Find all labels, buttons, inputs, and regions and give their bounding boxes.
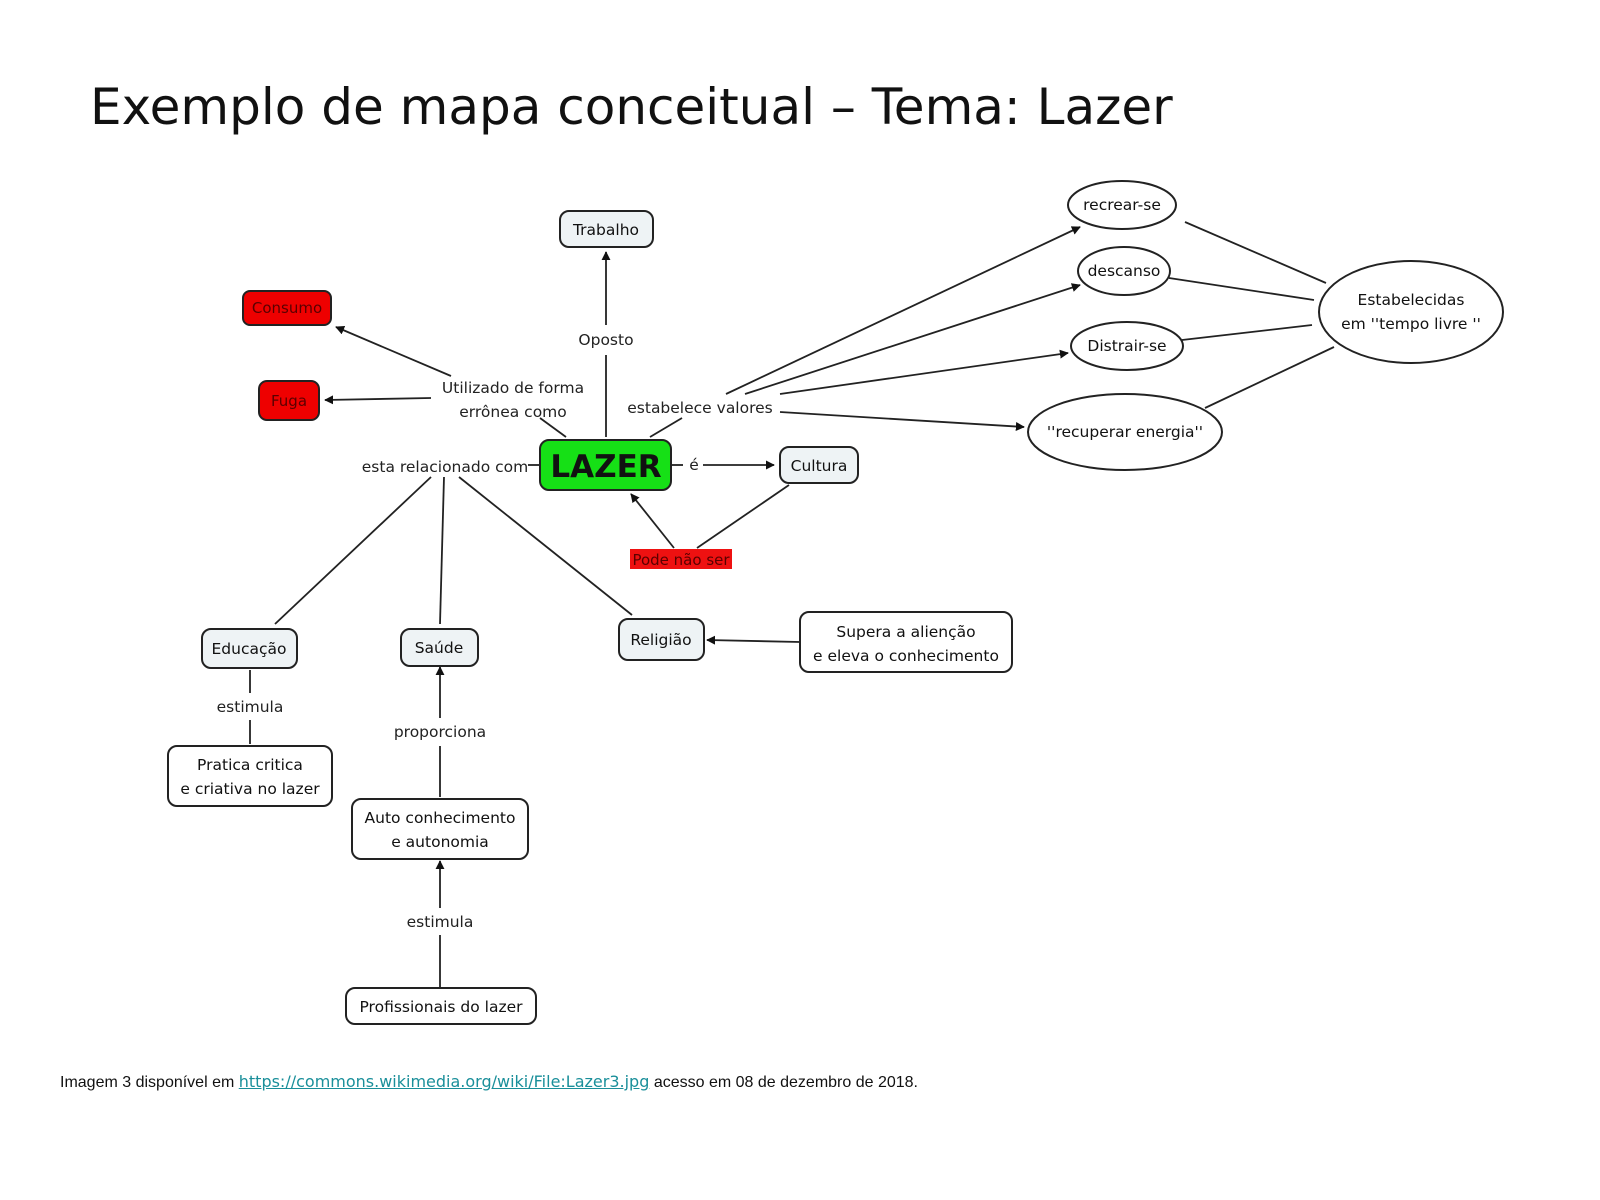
node-pratica-label-1: Pratica critica <box>197 756 303 774</box>
node-fuga: Fuga <box>258 380 320 421</box>
node-cultura: Cultura <box>779 446 859 484</box>
link-relacionado: esta relacionado com <box>362 458 528 476</box>
edge-estabelece-descanso <box>744 283 1081 395</box>
node-religiao-label: Religião <box>630 631 691 649</box>
node-cultura-label: Cultura <box>791 457 848 475</box>
node-descanso: descanso <box>1077 246 1171 296</box>
edge-relacionado-religiao <box>458 476 633 616</box>
node-trabalho: Trabalho <box>559 210 654 248</box>
source-link[interactable]: https://commons.wikimedia.org/wiki/File:… <box>238 1072 650 1091</box>
edges <box>249 221 1335 987</box>
link-estabelece: estabelece valores <box>627 399 773 417</box>
node-lazer-label: LAZER <box>550 449 661 485</box>
node-tempo-livre-label-2: em ''tempo livre '' <box>1341 315 1481 333</box>
node-distrair-label: Distrair-se <box>1087 337 1166 355</box>
node-recrear: recrear-se <box>1067 180 1177 230</box>
node-educacao-label: Educação <box>212 640 287 658</box>
link-e: é <box>689 456 699 474</box>
node-educacao: Educação <box>201 628 298 669</box>
link-utilizado-2: errônea como <box>459 403 567 421</box>
link-oposto: Oposto <box>578 331 633 349</box>
node-recrear-label: recrear-se <box>1083 196 1161 214</box>
link-estimula-profissionais: estimula <box>407 913 474 931</box>
edge-estabelece-recuperar <box>779 411 1025 431</box>
node-auto: Auto conhecimento e autonomia <box>351 798 529 860</box>
node-supera: Supera a alienção e eleva o conhecimento <box>799 611 1013 673</box>
edge-cultura-podenao <box>696 484 790 549</box>
edge-distrair-tempo <box>1181 324 1313 341</box>
node-lazer: LAZER <box>539 439 672 491</box>
edge-relacionado-educacao <box>274 476 432 625</box>
caption-suffix: acesso em 08 de dezembro de 2018. <box>649 1074 918 1091</box>
node-supera-label-1: Supera a alienção <box>836 623 975 641</box>
node-pode-nao-ser: Pode não ser <box>630 549 732 569</box>
node-religiao: Religião <box>618 618 705 661</box>
link-estimula-educacao: estimula <box>217 698 284 716</box>
node-auto-label-2: e autonomia <box>391 833 489 851</box>
slide-title: Exemplo de mapa conceitual – Tema: Lazer <box>90 78 1173 136</box>
edge-lazer-utilizado <box>539 417 567 438</box>
node-profissionais: Profissionais do lazer <box>345 987 537 1025</box>
node-consumo: Consumo <box>242 290 332 326</box>
node-tempo-livre: Estabelecidas em ''tempo livre '' <box>1318 260 1504 364</box>
edge-descanso-tempo <box>1168 277 1315 301</box>
caption-prefix: Imagem 3 disponível em <box>60 1074 239 1091</box>
node-tempo-livre-label-1: Estabelecidas <box>1358 291 1465 309</box>
node-fuga-label: Fuga <box>271 392 307 410</box>
node-pratica: Pratica critica e criativa no lazer <box>167 745 333 807</box>
edge-recuperar-tempo <box>1204 346 1335 409</box>
edge-relacionado-saude <box>439 476 445 625</box>
edge-estabelece-distrair <box>779 349 1069 395</box>
node-pode-nao-ser-label: Pode não ser <box>632 551 730 569</box>
node-recuperar-label: ''recuperar energia'' <box>1047 423 1203 441</box>
node-trabalho-label: Trabalho <box>572 221 639 239</box>
node-consumo-label: Consumo <box>252 299 322 317</box>
node-profissionais-label: Profissionais do lazer <box>359 998 523 1016</box>
edge-estabelece-recrear <box>725 226 1081 395</box>
link-proporciona: proporciona <box>394 723 486 741</box>
node-pratica-label-2: e criativa no lazer <box>180 780 320 798</box>
edge-lazer-estabelece <box>649 417 683 438</box>
image-caption: Imagem 3 disponível em https://commons.w… <box>60 1072 918 1092</box>
node-auto-label-1: Auto conhecimento <box>365 809 516 827</box>
link-utilizado-1: Utilizado de forma <box>442 379 584 397</box>
node-distrair: Distrair-se <box>1070 321 1184 371</box>
edge-recrear-tempo <box>1184 221 1327 284</box>
edge-utilizado-fuga <box>324 395 432 405</box>
edge-podenao-lazer <box>630 493 675 549</box>
node-saude-label: Saúde <box>415 639 464 657</box>
node-supera-label-2: e eleva o conhecimento <box>813 647 999 665</box>
edge-supera-religiao <box>706 635 801 645</box>
node-descanso-label: descanso <box>1088 262 1161 280</box>
concept-map: Trabalho Consumo Fuga LAZER Cultura Pode… <box>167 180 1504 1025</box>
node-saude: Saúde <box>400 628 479 667</box>
edge-utilizado-consumo <box>335 326 452 377</box>
node-recuperar: ''recuperar energia'' <box>1027 393 1223 471</box>
